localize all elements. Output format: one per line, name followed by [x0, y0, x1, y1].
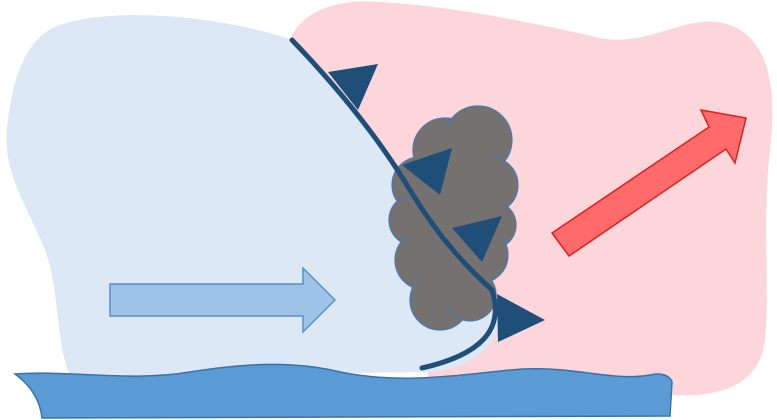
cloud-icon: [388, 105, 519, 331]
cold-front-line: [289, 37, 498, 371]
front-triangle-icon: [497, 294, 545, 342]
front-triangle-icon: [452, 216, 502, 262]
warm-air-mass: [290, 1, 773, 396]
front-triangle-icon: [328, 64, 378, 110]
front-triangle-icon: [402, 148, 452, 195]
ground-surface: [12, 363, 673, 419]
arrow-right-icon: [109, 266, 337, 334]
arrow-up-right-icon: [550, 109, 747, 258]
